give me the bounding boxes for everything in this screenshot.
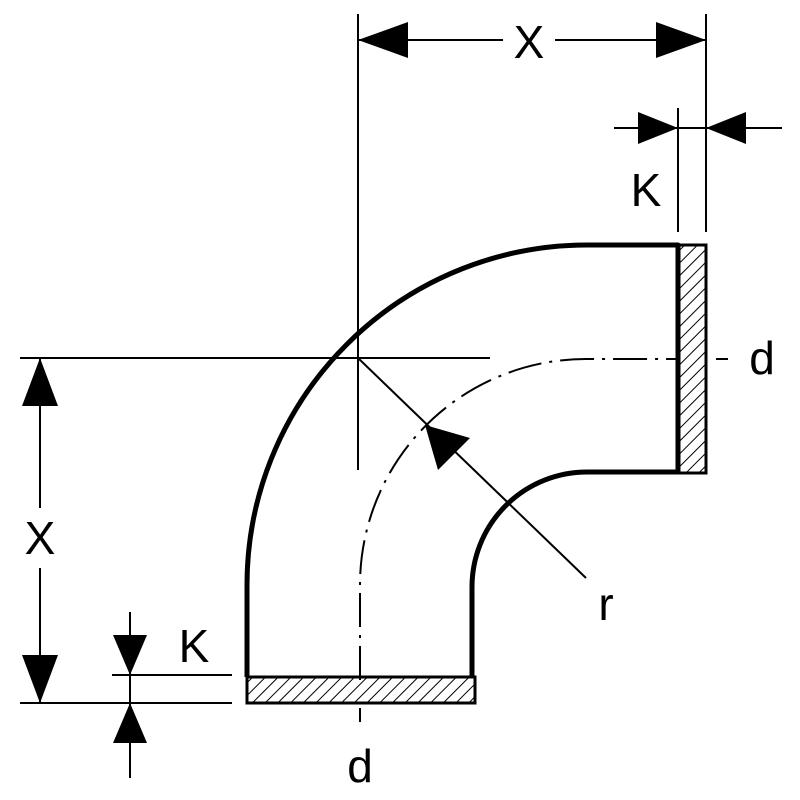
arrow-k-bottom-top <box>113 635 147 675</box>
weld-end-bottom <box>245 675 477 705</box>
dim-x-top-label: X <box>514 16 545 68</box>
centerline <box>359 358 680 680</box>
dim-k-bottom-label: K <box>179 620 210 672</box>
arrow-x-left-bottom <box>22 655 58 703</box>
arrow-k-bottom-bottom <box>113 703 147 743</box>
dim-k-top-label: K <box>631 164 662 216</box>
diameter-label-right: d <box>749 332 775 384</box>
arrow-x-left-top <box>22 358 58 406</box>
elbow-outline <box>244 242 681 677</box>
weld-end-right <box>676 243 708 475</box>
arrow-x-top-left <box>358 22 408 58</box>
arrow-k-top-left <box>638 112 678 144</box>
radius-leader-line <box>357 357 587 579</box>
arrow-k-top-right <box>706 112 746 144</box>
radius-arrow <box>425 425 470 470</box>
radius-label: r <box>598 578 613 630</box>
arrow-x-top-right <box>656 22 706 58</box>
dim-x-left-label: X <box>25 512 56 564</box>
diameter-label-bottom: d <box>347 740 373 792</box>
